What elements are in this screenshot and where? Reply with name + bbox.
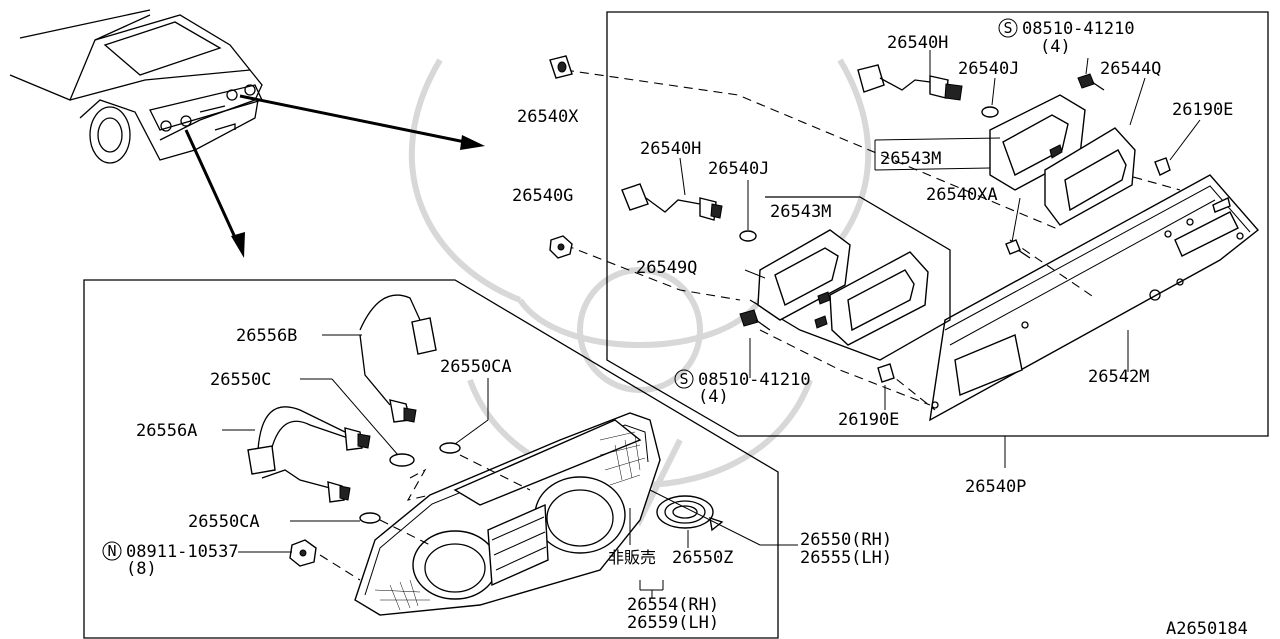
label-not-for-sale: 非販売 xyxy=(608,548,656,567)
label-26540H-top: 26540H xyxy=(887,33,948,53)
label-26555LH: 26555(LH) xyxy=(800,548,892,568)
harness-26540H-mid xyxy=(621,183,723,221)
grommet-26190E-top xyxy=(1154,157,1171,176)
label-26543M-mid: 26543M xyxy=(770,202,831,222)
grommet-26190E-bot xyxy=(877,363,895,383)
label-26540J-mid: 26540J xyxy=(708,159,769,179)
bolt-mid-symbol: S xyxy=(679,370,688,388)
screw-26544Q xyxy=(1077,73,1105,91)
label-26542M: 26542M xyxy=(1088,367,1149,387)
bolt-top-code: 08510-41210 xyxy=(1022,19,1135,39)
label-26556B: 26556B xyxy=(236,326,297,346)
bolt-mid-code: 08510-41210 xyxy=(698,370,811,390)
harness-26540H-top xyxy=(857,64,963,101)
bulb-26550CA-bot xyxy=(359,512,381,524)
label-26550Z: 26550Z xyxy=(672,548,733,568)
label-26550RH: 26550(RH) xyxy=(800,530,892,550)
label-26190E-bot: 26190E xyxy=(838,410,899,430)
bolt-top-qty: (4) xyxy=(1040,37,1071,57)
bolt-callout-top: S 08510-41210 (4) xyxy=(998,18,1135,57)
harness-26556B xyxy=(359,294,437,423)
leaders-left xyxy=(222,334,798,598)
car-rear-sketch xyxy=(9,9,263,164)
screw-26540XA xyxy=(1005,239,1031,259)
label-26549Q: 26549Q xyxy=(636,258,697,278)
leaders-right xyxy=(679,50,1201,410)
nut-08911 xyxy=(289,539,317,567)
label-26540H-mid: 26540H xyxy=(640,139,701,159)
label-26550CA-bot: 26550CA xyxy=(188,512,260,532)
harness-26556A xyxy=(247,406,371,503)
label-26540P: 26540P xyxy=(965,477,1026,497)
nut-26540G xyxy=(549,235,573,259)
label-26190E-top: 26190E xyxy=(1172,100,1233,120)
seal-26550Z xyxy=(656,495,724,532)
rear-finisher-panel xyxy=(929,174,1260,422)
label-26544Q: 26544Q xyxy=(1100,59,1161,79)
clip-26540X xyxy=(549,55,573,79)
label-26550C: 26550C xyxy=(210,370,271,390)
label-26554RH: 26554(RH) xyxy=(627,595,719,615)
label-26540X: 26540X xyxy=(517,107,579,127)
combination-lamp-housing xyxy=(354,412,661,616)
lamp-26544Q xyxy=(1044,127,1136,226)
bolt-top-symbol: S xyxy=(1003,19,1012,37)
bolt-mid-qty: (4) xyxy=(698,387,729,407)
pointer-arrow-down xyxy=(184,129,245,258)
finisher-assembly-box xyxy=(606,11,1269,468)
alignment-dashes-right xyxy=(564,69,1181,411)
bulb-26540J-top xyxy=(981,106,999,118)
pointer-arrow-right xyxy=(239,94,485,150)
bulb-26550C xyxy=(389,453,415,467)
lamp-26549Q xyxy=(814,251,929,346)
nut-qty: (8) xyxy=(126,559,157,579)
diagram-reference-code: A2650184 xyxy=(1166,619,1248,639)
bulb-26540J-mid xyxy=(739,230,757,242)
label-26540G: 26540G xyxy=(512,186,573,206)
label-26550CA-top: 26550CA xyxy=(440,357,512,377)
screw-08510-mid xyxy=(739,309,771,331)
label-26559LH: 26559(LH) xyxy=(627,613,719,633)
bolt-callout-mid: S 08510-41210 (4) xyxy=(674,369,811,407)
label-26540XA: 26540XA xyxy=(926,185,998,205)
label-26540J-top: 26540J xyxy=(958,59,1019,79)
gasket-26543M-mid xyxy=(749,196,951,361)
nut-callout: N 08911-10537 (8) xyxy=(102,541,239,579)
label-26556A: 26556A xyxy=(136,421,197,441)
nut-symbol: N xyxy=(107,542,116,560)
alignment-dashes-left xyxy=(319,454,531,581)
nut-code: 08911-10537 xyxy=(126,542,239,562)
combination-lamp-box xyxy=(83,279,779,639)
bulb-26550CA-top xyxy=(439,442,461,454)
label-26543M-top: 26543M xyxy=(880,149,941,169)
